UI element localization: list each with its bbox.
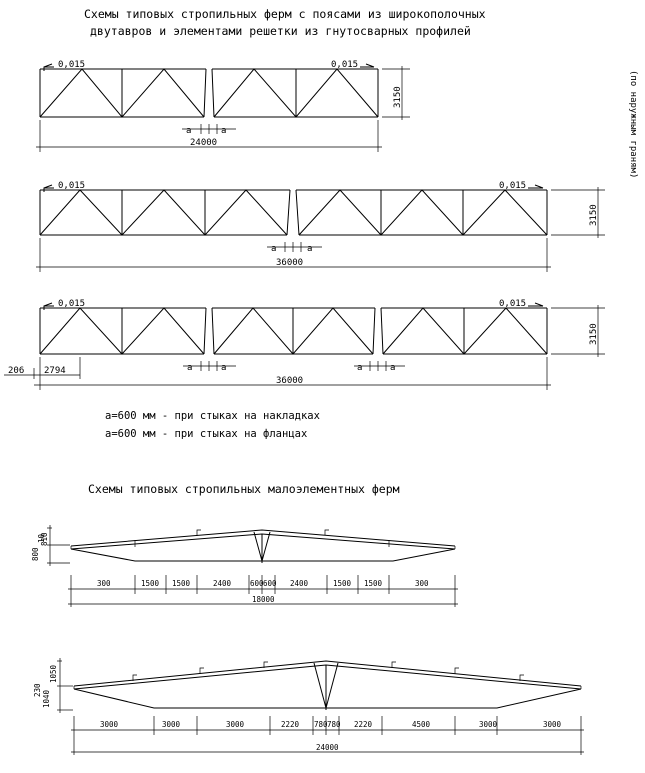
small-truss-1-seg-8: 1500	[333, 579, 352, 588]
truss-1-height-dim: 3150	[382, 66, 410, 120]
section-1-title-line-1: Схемы типовых стропильных ферм с поясами…	[84, 7, 486, 21]
small-truss-1-segment-dim: 300 1500 1500 2400 600 600 2400 1500 150…	[68, 575, 458, 607]
truss-3-joint-dim-2: а а	[354, 361, 405, 373]
small-truss-1-h-10: 10	[37, 533, 46, 543]
small-truss-1-seg-5: 600	[250, 579, 264, 588]
truss-2-slope-left: 0,015	[58, 181, 85, 191]
small-truss-1-seg-1: 300	[97, 579, 111, 588]
truss-3-gap-2-right: а	[390, 363, 395, 373]
small-truss-1-seg-3: 1500	[172, 579, 191, 588]
truss-2-slope-marks: 0,015 0,015	[43, 181, 544, 192]
small-truss-1-seg-7: 2400	[290, 579, 309, 588]
truss-3-dim-206: 206	[8, 366, 24, 376]
truss-3-slope-marks: 0,015 0,015	[43, 299, 544, 310]
small-truss-2-height-dim: 1050 1040 230	[33, 658, 73, 713]
truss-3: 0,015 0,015 3150 а а а а	[4, 299, 605, 390]
small-truss-2-seg-9: 3000	[479, 720, 498, 729]
truss-1-chords	[39, 68, 379, 118]
small-truss-2-seg-7: 2220	[354, 720, 373, 729]
small-truss-2-seg-4: 2220	[281, 720, 300, 729]
small-truss-1-height-dim: 10 800 810	[31, 525, 70, 566]
small-truss-1-seg-2: 1500	[141, 579, 160, 588]
small-truss-2-h-1050: 1050	[49, 664, 58, 683]
truss-1-span-dim: 24000	[36, 120, 382, 152]
small-truss-1-h-810: 810	[40, 532, 49, 546]
truss-3-dim-2794: 2794	[44, 366, 66, 376]
truss-1-web	[39, 68, 379, 118]
small-truss-2-total: 24000	[316, 743, 339, 752]
truss-3-joint-dim-1: а а	[183, 361, 236, 373]
truss-1-span-label: 24000	[190, 138, 217, 148]
truss-3-height-dim: 3150	[551, 305, 605, 357]
truss-1-height-label: 3150	[393, 86, 403, 108]
truss-3-gap-1-right: а	[221, 363, 226, 373]
small-truss-1: 10 800 810 300 1500 1500 2400 600 600 24…	[31, 525, 458, 607]
small-truss-2-segment-dim: 3000 3000 3000 2220 780 780 2220 4500 30…	[71, 716, 584, 755]
small-truss-2-seg-8: 4500	[412, 720, 431, 729]
truss-2-gap-right: а	[307, 244, 312, 254]
small-truss-2-h-1040: 1040	[42, 689, 51, 708]
truss-1-slope-right: 0,015	[331, 60, 358, 70]
truss-1-gap-right: а	[221, 126, 226, 136]
truss-2-web	[39, 189, 548, 236]
truss-3-gap-2-left: а	[357, 363, 362, 373]
small-truss-2-seg-5: 780	[314, 720, 328, 729]
truss-1-joint-dim: а а	[182, 124, 236, 136]
truss-3-slope-left: 0,015	[58, 299, 85, 309]
small-truss-2-seg-3: 3000	[226, 720, 245, 729]
truss-3-slope-right: 0,015	[499, 299, 526, 309]
truss-2-span-label: 36000	[276, 258, 303, 268]
truss-2-joint-dim: а а	[267, 242, 322, 254]
truss-2: 0,015 0,015 3150 а а 36000	[36, 181, 605, 272]
truss-1-slope-left: 0,015	[58, 60, 85, 70]
small-truss-2-seg-10: 3000	[543, 720, 562, 729]
truss-3-left-dims: 206 2794	[4, 357, 81, 379]
truss-3-span-label: 36000	[276, 376, 303, 386]
truss-1: 0,015 0,015 3150 а а 24000	[36, 60, 410, 152]
small-truss-1-seg-9: 1500	[364, 579, 383, 588]
truss-2-gap-left: а	[271, 244, 276, 254]
truss-2-slope-right: 0,015	[499, 181, 526, 191]
truss-1-gap-left: а	[186, 126, 191, 136]
small-truss-1-web	[134, 529, 390, 563]
truss-2-height-label: 3150	[589, 204, 599, 226]
small-truss-1-total: 18000	[252, 595, 275, 604]
truss-2-span-dim: 36000	[36, 238, 551, 272]
note-flange-joints: а=600 мм - при стыках на фланцах	[105, 428, 307, 440]
side-note: (по наружным граням)	[628, 70, 638, 178]
truss-3-span-dim: 36000	[34, 357, 551, 390]
small-truss-2-seg-6: 780	[327, 720, 341, 729]
small-truss-2-h-230: 230	[33, 683, 42, 697]
small-truss-2-seg-1: 3000	[100, 720, 119, 729]
truss-3-web	[39, 307, 548, 355]
truss-3-height-label: 3150	[589, 323, 599, 345]
note-overlay-joints: а=600 мм - при стыках на накладках	[105, 410, 320, 422]
small-truss-2-seg-2: 3000	[162, 720, 181, 729]
small-truss-1-seg-4: 2400	[213, 579, 232, 588]
section-1-title-line-2: двутавров и элементами решетки из гнутос…	[90, 24, 471, 38]
truss-3-gap-1-left: а	[187, 363, 192, 373]
small-truss-1-seg-6: 600	[263, 579, 277, 588]
truss-1-slope-marks: 0,015 0,015	[43, 60, 375, 71]
small-truss-1-h-800: 800	[31, 547, 40, 561]
truss-2-height-dim: 3150	[551, 187, 605, 238]
small-truss-2: 1050 1040 230 3000 3000 3000 2220 780 78…	[33, 658, 584, 755]
small-truss-2-web	[132, 661, 524, 710]
section-2-title: Схемы типовых стропильных малоэлементных…	[88, 482, 400, 496]
small-truss-1-seg-10: 300	[415, 579, 429, 588]
